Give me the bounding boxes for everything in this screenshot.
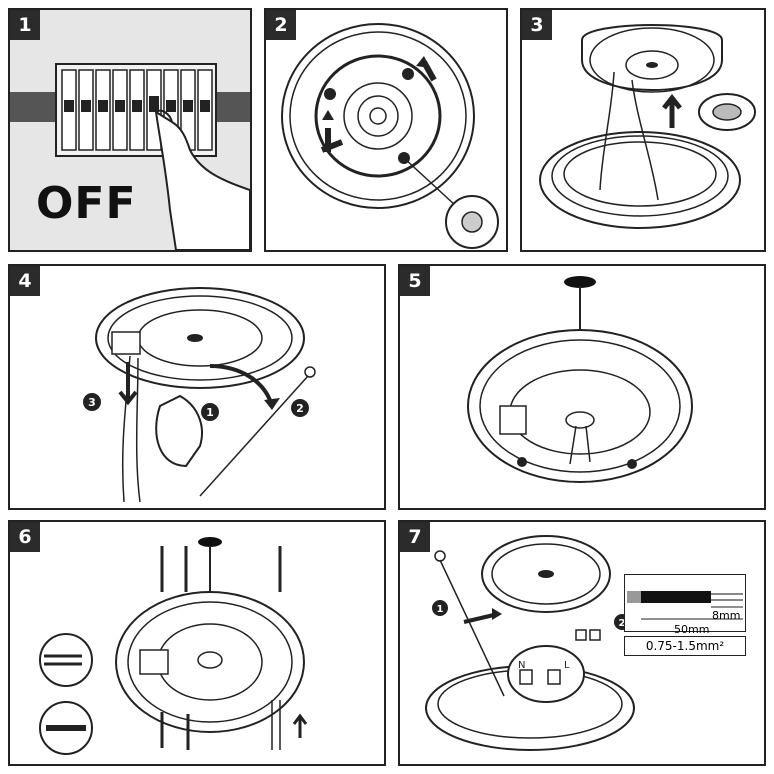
step-number-badge: 2: [266, 10, 296, 40]
remove-cover-illustration: [539, 24, 756, 229]
disconnect-wires-illustration: 3 1 2: [83, 287, 316, 503]
step-1-panel: 1 OFF: [8, 8, 252, 252]
callout-2: 2: [619, 618, 626, 629]
wire-gauge-label: 0.75-1.5mm²: [624, 636, 746, 656]
terminal-n-label: N: [518, 660, 525, 671]
step-number-badge: 5: [400, 266, 430, 296]
terminal-l-label: L: [564, 660, 570, 671]
breaker-switch-illustration: [10, 63, 250, 250]
reconnect-wires-illustration: 1 2 N L: [425, 535, 635, 751]
step-3-panel: 3: [520, 8, 766, 252]
wire-spec-inset: 8mm 50mm 0.75-1.5mm²: [624, 574, 748, 656]
step-5-panel: 5: [398, 264, 766, 510]
step-number-badge: 3: [522, 10, 552, 40]
step-6-panel: 6: [8, 520, 386, 766]
step-number-badge: 1: [10, 10, 40, 40]
off-label: OFF: [36, 178, 137, 229]
unscrew-base-illustration: [281, 23, 499, 249]
callout-1: 1: [437, 604, 444, 615]
wire-strip-diagram: [624, 574, 746, 632]
step-number-badge: 4: [10, 266, 40, 296]
mount-base-illustration: [467, 276, 693, 483]
strip-length-label: 8mm: [712, 609, 741, 622]
callout-1: 1: [206, 406, 214, 419]
wire-illustration: [627, 591, 743, 620]
step-2-panel: 2: [264, 8, 508, 252]
callout-3: 3: [88, 396, 96, 409]
step-4-panel: 4 3 1 2: [8, 264, 386, 510]
sheath-length-label: 50mm: [674, 623, 710, 636]
step-number-badge: 6: [10, 522, 40, 552]
step-number-badge: 7: [400, 522, 430, 552]
screw-base-illustration: [39, 537, 308, 755]
callout-2: 2: [296, 402, 304, 415]
